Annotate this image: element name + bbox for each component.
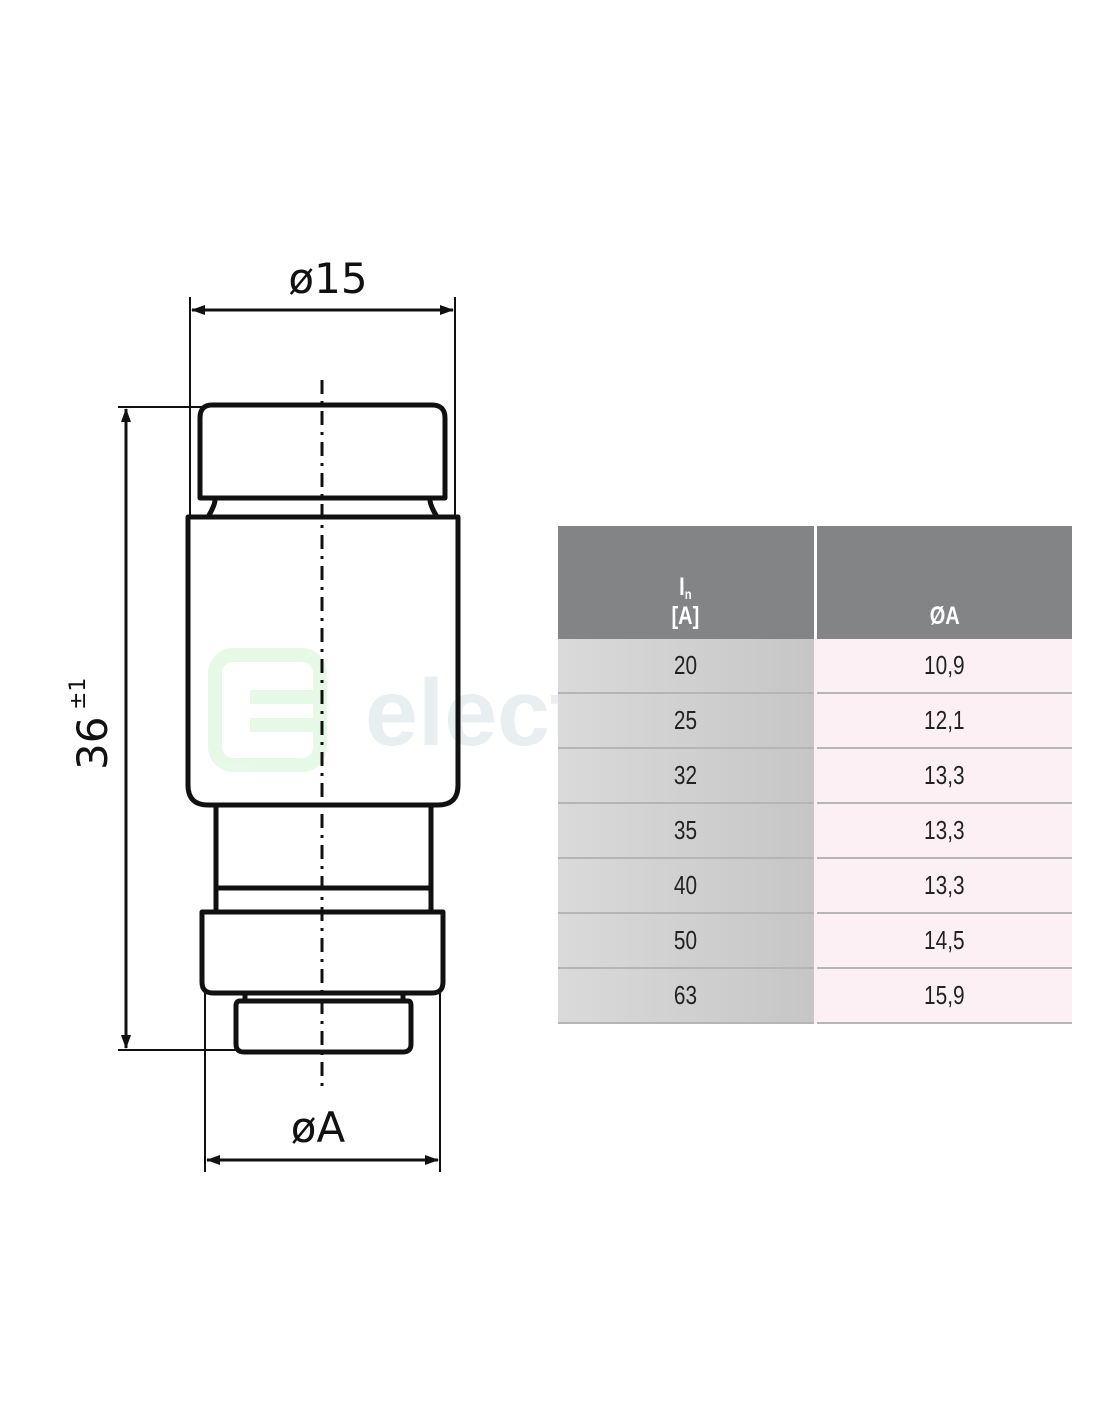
- cell-value: 13,3: [923, 870, 965, 900]
- table-row: 63 15,9: [558, 968, 1072, 1024]
- cell-value: 15,9: [923, 980, 965, 1010]
- body: [185, 514, 461, 808]
- header-symbol: I: [679, 573, 686, 601]
- cell-value: 10,9: [923, 650, 965, 680]
- header-unit: [A]: [671, 602, 700, 630]
- table-row: 20 10,9: [558, 639, 1072, 694]
- cell-value: 63: [674, 980, 698, 1010]
- table-row: 35 13,3: [558, 803, 1072, 859]
- height-dimension-label: 36: [68, 717, 117, 770]
- header-diameter: ØA: [815, 526, 1072, 639]
- cell-value: 20: [674, 650, 698, 680]
- lower-ring: [199, 909, 446, 996]
- diameter-a-label: øA: [291, 1103, 346, 1152]
- diameter-cell: 15,9: [813, 968, 1072, 1024]
- table-row: 40 13,3: [558, 858, 1072, 914]
- cell-value: 50: [674, 925, 698, 955]
- diameter-cell: 13,3: [813, 858, 1072, 914]
- cell-value: 14,5: [923, 925, 965, 955]
- table-row: 50 14,5: [558, 913, 1072, 969]
- cell-value: 25: [674, 705, 698, 735]
- cell-value: 13,3: [923, 815, 965, 845]
- current-cell: 50: [558, 913, 815, 969]
- current-cell: 40: [558, 858, 815, 914]
- current-cell: 20: [558, 639, 815, 694]
- current-cell: 35: [558, 803, 815, 859]
- bottom-tip: [233, 998, 414, 1055]
- diameter-cell: 13,3: [813, 803, 1072, 859]
- diameter-cell: 14,5: [813, 913, 1072, 969]
- diameter-cell: 13,3: [813, 748, 1072, 804]
- cell-value: 35: [674, 815, 698, 845]
- cell-value: 40: [674, 870, 698, 900]
- width-dimension-label: ø15: [288, 254, 367, 303]
- header-subscript: n: [685, 586, 692, 602]
- current-cell: 63: [558, 968, 815, 1024]
- diameter-cell: 10,9: [813, 639, 1072, 694]
- header-rated-current: In[A]: [558, 526, 817, 639]
- current-cell: 32: [558, 748, 815, 804]
- current-cell: 25: [558, 693, 815, 749]
- cell-value: 12,1: [923, 705, 965, 735]
- height-tolerance-label: ±1: [66, 678, 91, 710]
- dimension-lines: [118, 297, 456, 1172]
- table-row: 25 12,1: [558, 693, 1072, 749]
- header-diameter-label: ØA: [929, 602, 960, 630]
- cell-value: 13,3: [923, 760, 965, 790]
- diameter-cell: 12,1: [813, 693, 1072, 749]
- table-row: 32 13,3: [558, 748, 1072, 804]
- cell-value: 32: [674, 760, 698, 790]
- dimension-table: In[A] ØA 20 10,9 25 12,1 32 13,3 35 13,3 40 13,3 5…: [558, 526, 1072, 1024]
- fuse-outline: [185, 402, 461, 1055]
